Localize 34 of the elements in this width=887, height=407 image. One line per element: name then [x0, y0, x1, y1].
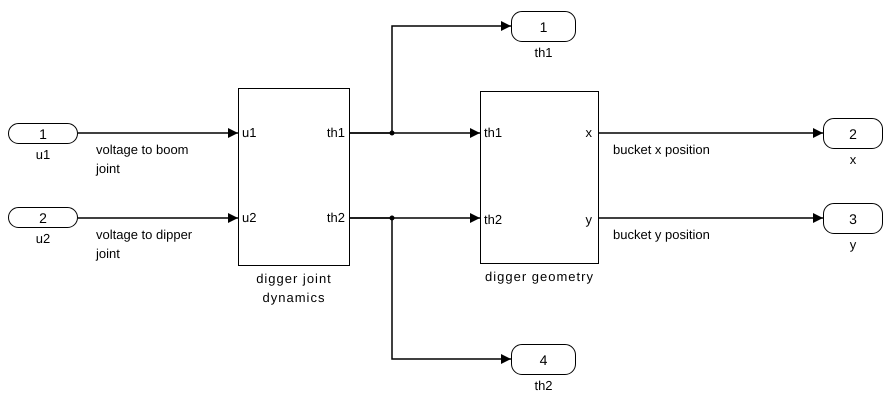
- signal-line: [350, 21, 511, 134]
- port-label: th2: [326, 211, 345, 225]
- port-block: [511, 11, 576, 42]
- block-name: digger joint dynamics: [255, 270, 333, 307]
- port-block: [823, 118, 883, 149]
- port-number: 2: [39, 210, 47, 226]
- port-block: [823, 203, 883, 234]
- port-label: u2: [242, 211, 256, 225]
- port-number: 1: [39, 126, 47, 142]
- signal-line: [78, 128, 238, 138]
- signal-line: [78, 213, 238, 223]
- port-name: u2: [34, 231, 52, 246]
- port-block: [8, 207, 78, 228]
- block-name: digger geometry: [484, 268, 595, 286]
- signal-line: [350, 217, 511, 364]
- port-label: th1: [484, 126, 502, 140]
- port-label: y: [586, 213, 592, 227]
- port-name: x: [848, 152, 858, 167]
- port-name: th2: [533, 378, 554, 393]
- signal-line: [599, 128, 823, 138]
- port-label: th2: [484, 213, 502, 227]
- port-label: th1: [326, 126, 345, 140]
- signal-line: [599, 213, 823, 223]
- port-name: y: [848, 237, 858, 252]
- port-number: 3: [849, 210, 857, 226]
- port-name: th1: [533, 45, 554, 60]
- port-number: 2: [849, 126, 857, 142]
- port-block: [8, 123, 78, 144]
- port-number: 4: [540, 352, 548, 368]
- port-label: x: [586, 126, 592, 140]
- port-label: u1: [242, 126, 256, 140]
- port-number: 1: [540, 18, 548, 34]
- port-name: u1: [34, 147, 52, 162]
- port-block: [511, 344, 576, 375]
